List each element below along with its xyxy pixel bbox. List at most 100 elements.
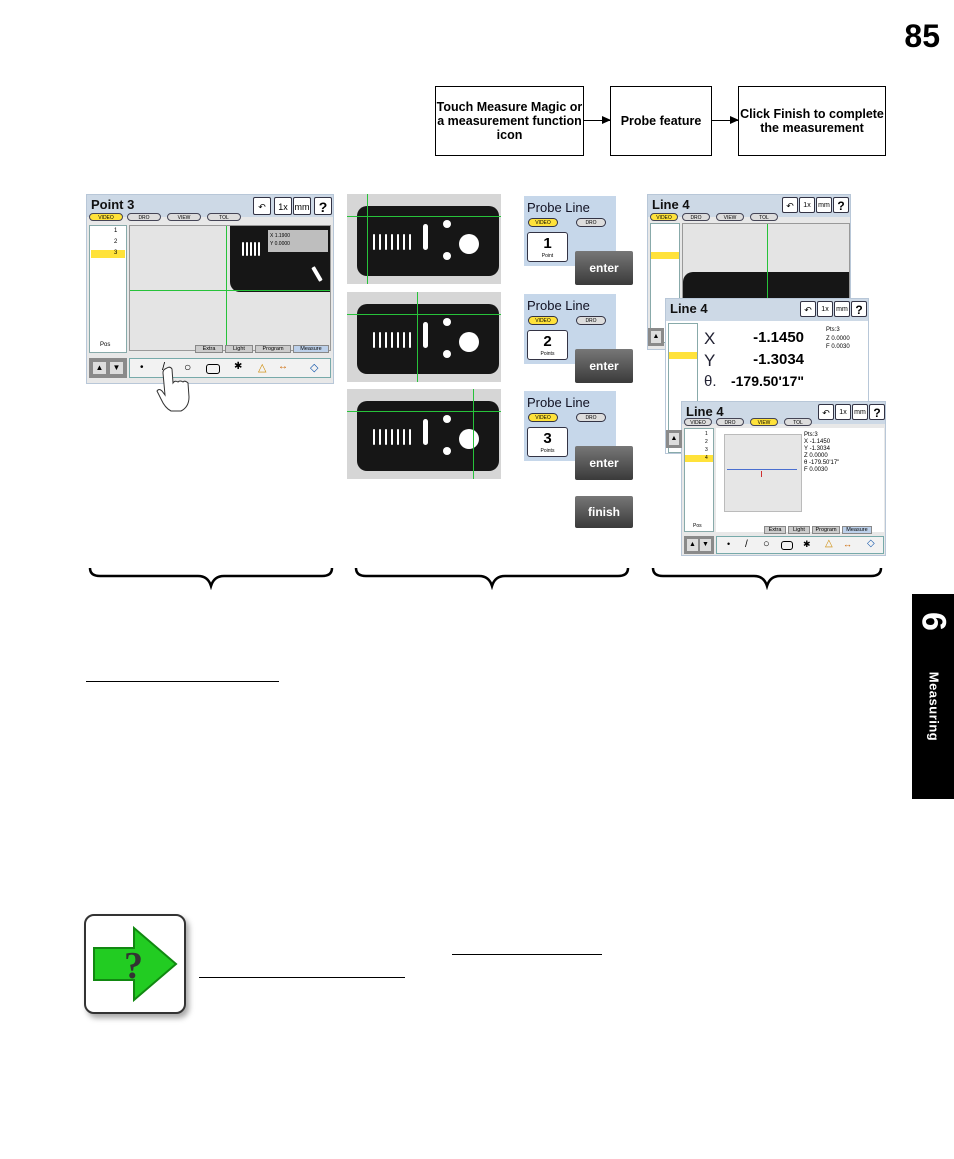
finish-button[interactable]: finish — [575, 496, 633, 528]
tab-light[interactable]: Light — [788, 526, 810, 534]
magic-tool-icon[interactable]: ✱ — [803, 539, 811, 549]
units-button[interactable]: mm — [816, 197, 832, 213]
crosshair-horizontal — [347, 216, 501, 217]
scroll-up-icon[interactable]: ▲ — [687, 539, 698, 551]
feature-item-selected[interactable] — [91, 250, 125, 258]
units-button[interactable]: mm — [852, 404, 868, 420]
scroll-buttons[interactable]: ▲ ▼ — [89, 358, 127, 378]
enter-button[interactable]: enter — [575, 251, 633, 285]
tab-video[interactable]: VIDEO — [528, 413, 558, 422]
zoom-button[interactable]: 1x — [817, 301, 833, 317]
magic-tool-icon[interactable]: ✱ — [234, 361, 243, 372]
dro-y-label: Y — [270, 241, 274, 247]
zoom-button[interactable]: 1x — [274, 197, 292, 215]
tab-dro[interactable]: DRO — [716, 418, 744, 426]
feature-item-4[interactable]: 4 — [705, 455, 708, 461]
slot-tool-icon[interactable] — [781, 541, 793, 550]
tab-measure[interactable]: Measure — [842, 526, 872, 534]
feature-item-selected[interactable] — [685, 455, 713, 462]
slot — [385, 332, 387, 348]
feature-item-3[interactable]: 3 — [114, 250, 118, 256]
tab-program[interactable]: Program — [255, 345, 291, 353]
tab-video[interactable]: VIDEO — [528, 316, 558, 325]
scroll-up-icon[interactable]: ▲ — [651, 331, 661, 343]
tab-view[interactable]: VIEW — [750, 418, 778, 426]
dro-y-value: 0.0000 — [274, 241, 290, 247]
undo-button[interactable]: ↶ — [782, 197, 798, 213]
zoom-button[interactable]: 1x — [835, 404, 851, 420]
help-button[interactable]: ? — [851, 301, 867, 317]
tab-video[interactable]: VIDEO — [650, 213, 678, 221]
slot-tool-icon[interactable] — [206, 364, 220, 374]
help-button[interactable]: ? — [833, 197, 849, 213]
angle-tool-icon[interactable]: △ — [825, 538, 833, 549]
tab-dro[interactable]: DRO — [576, 413, 606, 422]
tab-measure[interactable]: Measure — [293, 345, 329, 353]
line-tool-icon[interactable]: / — [745, 539, 748, 550]
circle-tool-icon[interactable]: ○ — [763, 538, 770, 550]
tab-dro[interactable]: DRO — [576, 218, 606, 227]
angle-tool-icon[interactable]: △ — [258, 362, 267, 374]
tab-view[interactable]: VIEW — [716, 213, 744, 221]
crosshair-vertical — [417, 292, 418, 382]
tab-program[interactable]: Program — [812, 526, 840, 534]
view-pts: Pts:3 — [804, 432, 818, 438]
flow-step-2: Probe feature — [610, 86, 712, 156]
tab-tol[interactable]: TOL — [784, 418, 812, 426]
enter-button[interactable]: enter — [575, 349, 633, 383]
tab-dro[interactable]: DRO — [682, 213, 710, 221]
measure-magic-icon[interactable]: ◇ — [867, 538, 875, 549]
measure-magic-icon[interactable]: ◇ — [310, 362, 319, 374]
dro-z-value: 0.0000 — [831, 336, 850, 342]
scroll-down-icon[interactable]: ▼ — [700, 539, 711, 551]
tab-light[interactable]: Light — [225, 345, 253, 353]
slot — [403, 234, 405, 250]
tab-extra[interactable]: Extra — [195, 345, 223, 353]
feature-item-1[interactable]: 1 — [705, 431, 708, 437]
tab-dro[interactable]: DRO — [127, 213, 161, 221]
tab-video[interactable]: VIDEO — [528, 218, 558, 227]
brace-middle — [354, 567, 630, 590]
units-button[interactable]: mm — [293, 197, 311, 215]
help-button[interactable]: ? — [314, 197, 332, 215]
tab-tol[interactable]: TOL — [207, 213, 241, 221]
tab-tol[interactable]: TOL — [750, 213, 778, 221]
units-button[interactable]: mm — [834, 301, 850, 317]
video-viewport[interactable]: X 1.1900 Y 0.0000 — [129, 225, 331, 351]
feature-list[interactable]: 1 2 3 Pos — [89, 225, 127, 353]
point-tool-icon[interactable]: • — [727, 539, 731, 549]
feature-item-selected[interactable] — [651, 252, 679, 259]
dro-x-value: 1.1900 — [274, 233, 291, 239]
crosshair-horizontal — [347, 314, 501, 315]
distance-tool-icon[interactable]: ↔ — [278, 361, 288, 372]
scroll-up-icon[interactable]: ▲ — [669, 433, 679, 445]
help-button[interactable]: ? — [869, 404, 885, 420]
scroll-up-icon[interactable]: ▲ — [93, 362, 106, 374]
slot — [409, 332, 411, 348]
dro-y-label: Y — [704, 351, 716, 370]
hole — [443, 220, 451, 228]
tab-extra[interactable]: Extra — [764, 526, 786, 534]
feature-item-selected[interactable] — [669, 352, 697, 359]
point-tool-icon[interactable]: • — [140, 362, 144, 373]
enter-button[interactable]: enter — [575, 446, 633, 480]
undo-button[interactable]: ↶ — [818, 404, 834, 420]
undo-button[interactable]: ↶ — [800, 301, 816, 317]
undo-button[interactable]: ↶ — [253, 197, 271, 215]
zoom-button[interactable]: 1x — [799, 197, 815, 213]
tab-view[interactable]: VIEW — [167, 213, 201, 221]
distance-tool-icon[interactable]: ↔ — [843, 539, 852, 549]
tab-video[interactable]: VIDEO — [684, 418, 712, 426]
scroll-buttons[interactable]: ▲ ▼ — [684, 536, 714, 554]
feature-item-2[interactable]: 2 — [114, 239, 118, 245]
feature-item-2[interactable]: 2 — [705, 439, 708, 445]
circle-tool-icon[interactable]: ○ — [184, 360, 192, 374]
line-tool-icon[interactable]: / — [162, 361, 166, 373]
feature-item-3[interactable]: 3 — [705, 447, 708, 453]
tab-video[interactable]: VIDEO — [89, 213, 123, 221]
tab-dro[interactable]: DRO — [576, 316, 606, 325]
scroll-down-icon[interactable]: ▼ — [110, 362, 123, 374]
brace-left — [88, 567, 334, 590]
feature-item-1[interactable]: 1 — [114, 228, 118, 234]
feature-list[interactable]: 1 2 3 4 Pos — [684, 428, 714, 532]
